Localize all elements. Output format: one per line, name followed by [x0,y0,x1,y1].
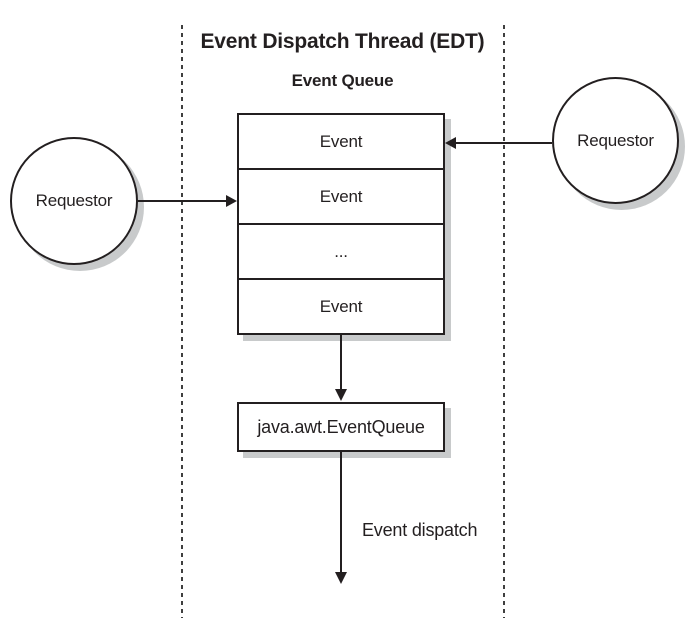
requestor-left-label: Requestor [35,191,113,210]
edt-boundary-line-right [503,25,505,618]
arrowhead-left-requestor-icon [226,195,237,207]
arrow-left-requestor-to-queue [138,200,228,202]
edt-boundary-line-left [181,25,183,618]
arrowhead-queue-down-icon [335,389,347,401]
java-awt-eventqueue-label: java.awt.EventQueue [257,416,425,437]
arrowhead-dispatch-down-icon [335,572,347,584]
arrow-right-requestor-to-queue [456,142,552,144]
arrowhead-right-requestor-icon [445,137,456,149]
edt-title: Event Dispatch Thread (EDT) [200,30,485,53]
event-queue-box: Event Event ... Event [237,113,445,335]
arrow-eventqueue-dispatch [340,452,342,573]
java-awt-eventqueue-box: java.awt.EventQueue [237,402,445,452]
requestor-right-label: Requestor [577,130,654,150]
event-dispatch-label: Event dispatch [362,520,478,540]
queue-row-ellipsis: ... [239,223,443,278]
queue-row-event-1: Event [319,131,363,151]
arrow-queue-to-eventqueue-class [340,335,342,390]
queue-row-event-2: Event [239,168,443,223]
requestor-right-circle: Requestor [552,77,679,204]
queue-row-event-last: Event [239,278,443,333]
requestor-left-circle: Requestor [10,137,138,265]
event-queue-label: Event Queue [291,71,394,90]
